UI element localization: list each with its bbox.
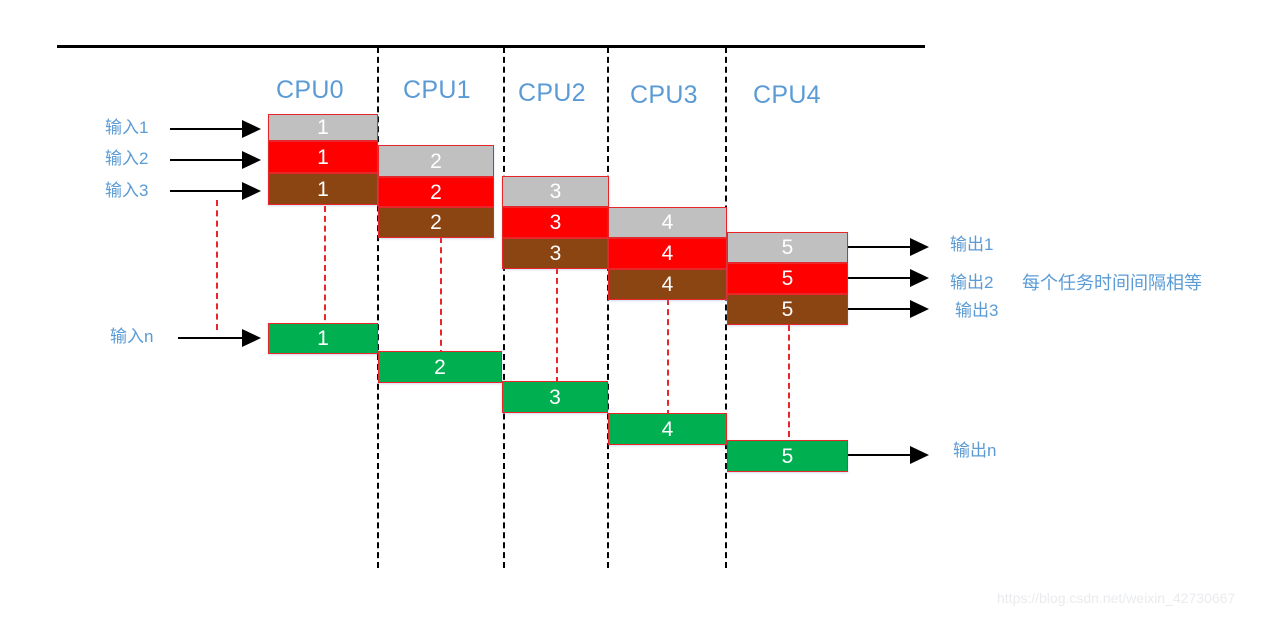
task-bar-3-stage-1: 3 — [502, 176, 609, 207]
task-n-bar-cpu1: 2 — [378, 351, 502, 383]
output-arrow-line-1 — [848, 246, 910, 248]
interval-note: 每个任务时间间隔相等 — [1022, 273, 1202, 293]
input-label-2: 输入2 — [105, 149, 149, 168]
period-marker-2 — [440, 237, 442, 356]
input-arrow-line-2 — [170, 159, 242, 161]
input-arrow-head-1 — [242, 120, 261, 138]
period-marker-1 — [324, 206, 326, 330]
output-arrow-line-n — [848, 454, 910, 456]
task-n-bar-cpu3: 4 — [608, 413, 727, 445]
input-arrow-line-n — [178, 337, 242, 339]
task-bar-4-stage-2: 4 — [608, 238, 727, 269]
task-bar-1-stage-3: 1 — [268, 173, 378, 205]
input-label-3: 输入3 — [105, 181, 149, 200]
output-arrow-head-2 — [910, 269, 929, 287]
output-arrow-line-2 — [848, 277, 910, 279]
task-n-bar-cpu2: 3 — [502, 381, 608, 413]
column-divider-2 — [607, 47, 609, 568]
task-bar-1-stage-2: 1 — [268, 141, 378, 173]
task-bar-5-stage-3: 5 — [727, 294, 848, 325]
period-marker-0 — [216, 200, 218, 330]
input-arrow-line-3 — [170, 190, 242, 192]
cpu-header-cpu0: CPU0 — [276, 76, 344, 104]
task-n-bar-cpu0: 1 — [268, 323, 378, 354]
input-arrow-head-n — [242, 329, 261, 347]
output-arrow-head-3 — [910, 300, 929, 318]
column-divider-0 — [377, 47, 379, 568]
input-label-1: 输入1 — [105, 118, 149, 137]
output-label-n: 输出n — [953, 441, 997, 460]
output-arrow-head-1 — [910, 238, 929, 256]
task-bar-5-stage-1: 5 — [727, 232, 848, 263]
output-label-1: 输出1 — [950, 235, 994, 254]
task-bar-2-stage-1: 2 — [378, 145, 494, 177]
task-bar-3-stage-3: 3 — [502, 238, 609, 269]
period-marker-4 — [667, 299, 669, 416]
cpu-header-cpu1: CPU1 — [403, 76, 471, 104]
task-bar-2-stage-3: 2 — [378, 207, 494, 238]
cpu-header-cpu3: CPU3 — [630, 81, 698, 109]
task-bar-4-stage-1: 4 — [608, 207, 727, 238]
task-n-bar-cpu4: 5 — [727, 440, 848, 472]
task-bar-3-stage-2: 3 — [502, 207, 609, 238]
period-marker-5 — [788, 325, 790, 437]
input-arrow-head-2 — [242, 151, 261, 169]
column-divider-3 — [725, 47, 727, 568]
cpu-header-cpu4: CPU4 — [753, 81, 821, 109]
task-bar-5-stage-2: 5 — [727, 263, 848, 294]
column-divider-1 — [503, 47, 505, 568]
period-marker-3 — [556, 268, 558, 383]
task-bar-2-stage-2: 2 — [378, 177, 494, 207]
top-horizontal-rule — [57, 45, 925, 48]
input-label-n: 输入n — [110, 327, 154, 346]
input-arrow-line-1 — [170, 128, 242, 130]
output-arrow-head-n — [910, 446, 929, 464]
output-label-3: 输出3 — [955, 301, 999, 320]
task-bar-4-stage-3: 4 — [608, 269, 727, 300]
input-arrow-head-3 — [242, 182, 261, 200]
task-bar-1-stage-1: 1 — [268, 114, 378, 141]
watermark: https://blog.csdn.net/weixin_42730667 — [997, 590, 1236, 606]
cpu-header-cpu2: CPU2 — [518, 79, 586, 107]
output-arrow-line-3 — [848, 308, 910, 310]
output-label-2: 输出2 — [950, 273, 994, 292]
